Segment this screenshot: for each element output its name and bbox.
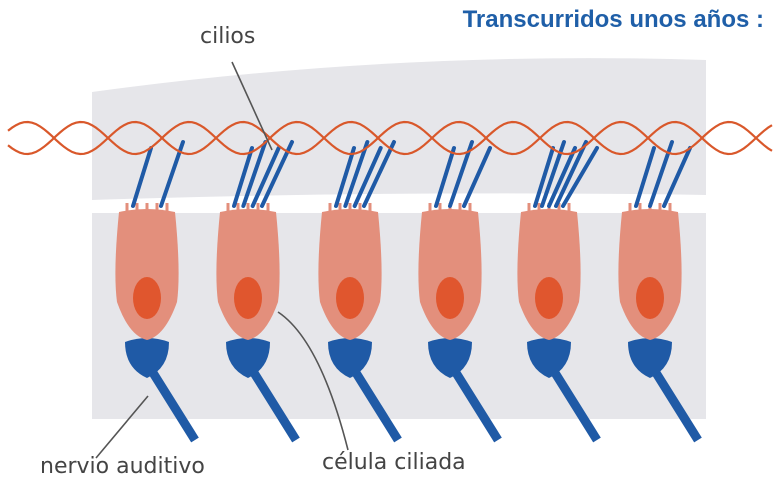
cilia-label: cilios xyxy=(200,24,255,49)
tissue-block xyxy=(92,213,706,419)
tectorial-membrane xyxy=(92,58,706,200)
cell-nucleus xyxy=(535,277,563,319)
cell-nucleus xyxy=(133,277,161,319)
cell-nucleus xyxy=(436,277,464,319)
cell-nucleus xyxy=(234,277,262,319)
diagram-title: Transcurridos unos años : xyxy=(463,6,764,34)
auditory-nerve-label: nervio auditivo xyxy=(40,454,205,479)
hair-cell-label: célula ciliada xyxy=(322,450,466,475)
cell-nucleus xyxy=(336,277,364,319)
cell-nucleus xyxy=(636,277,664,319)
